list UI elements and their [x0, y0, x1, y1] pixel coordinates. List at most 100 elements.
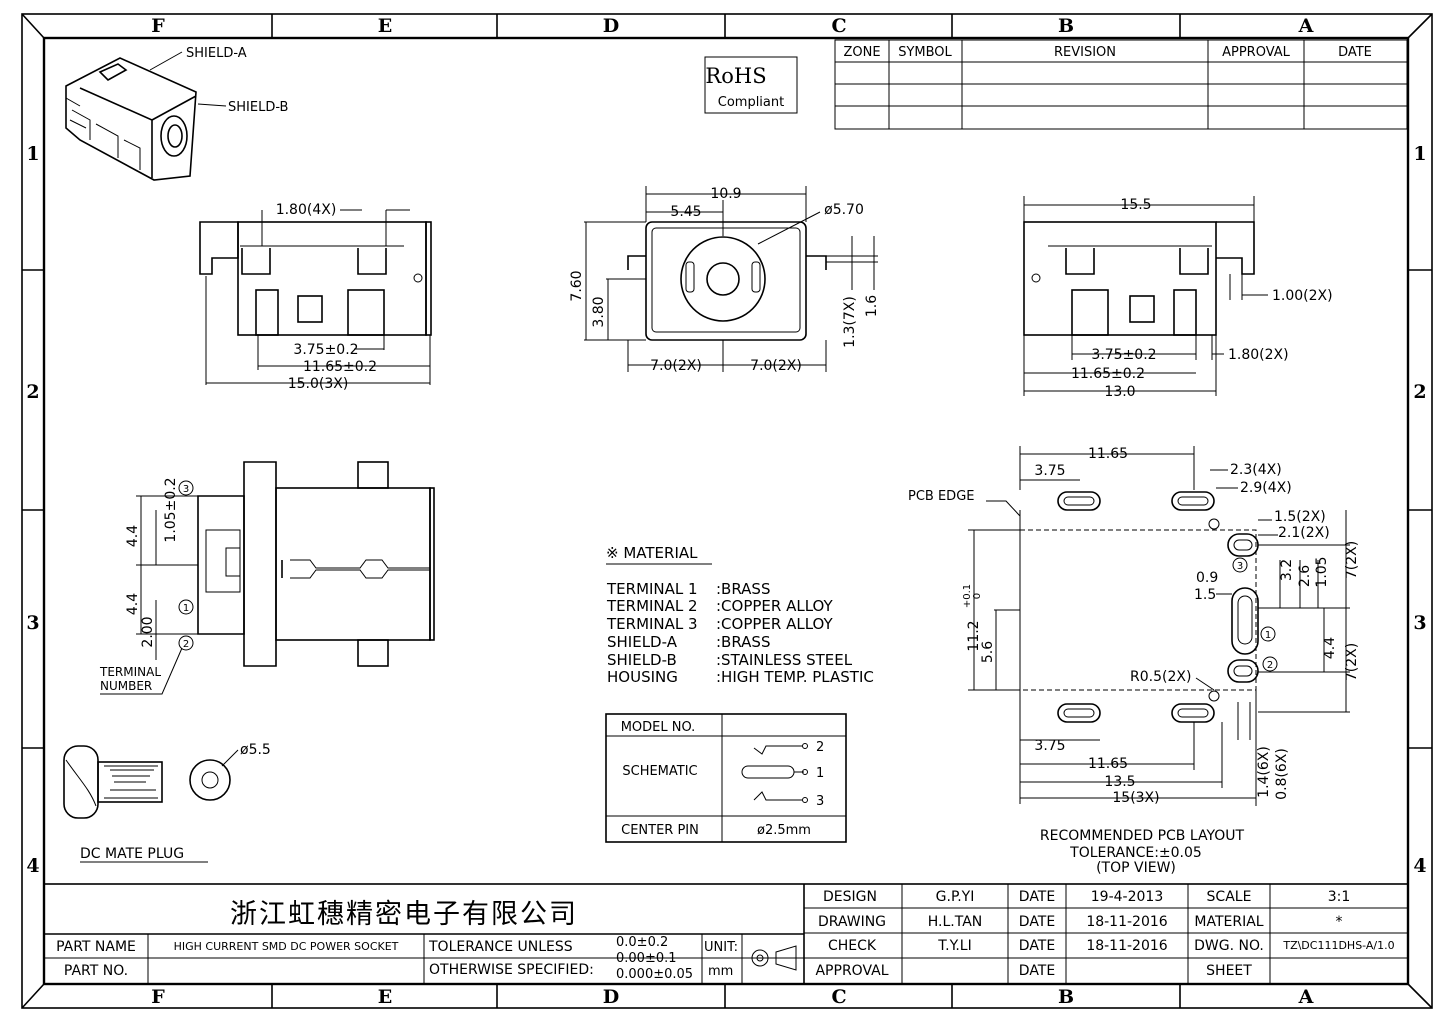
- pcb-dim-top-11-65: 11.65: [1088, 446, 1128, 462]
- revision-table: ZONE SYMBOL REVISION APPROVAL DATE: [834, 39, 1408, 130]
- zone-col-f-bottom: F: [151, 986, 165, 1008]
- pcb-dim-7-b: 7(2X): [1344, 643, 1360, 681]
- zone-row-4-right: 4: [1413, 855, 1426, 877]
- scale-label: SCALE: [1207, 889, 1252, 905]
- front-dim-11-65: 11.65±0.2: [303, 359, 377, 375]
- schematic-pin-2: 2: [816, 740, 824, 755]
- front-dim-1-80: 1.80(4X): [276, 202, 337, 218]
- zone-col-a-top: A: [1298, 15, 1314, 37]
- pcb-dim-11-2-tol-upper: +0.1: [962, 584, 973, 608]
- pcb-layout: 3 1 2 PCB EDGE 11.65 3.75 2.3(4X) 2.9(4X…: [908, 446, 1360, 876]
- part-no-label: PART NO.: [64, 963, 128, 979]
- zone-row-3-right: 3: [1413, 612, 1426, 634]
- projection-symbol-icon: [748, 945, 797, 971]
- material-value: *: [1336, 914, 1343, 930]
- zone-col-c-top: C: [831, 15, 846, 37]
- design-value: G.P.YI: [936, 889, 975, 905]
- drawing-label: DRAWING: [818, 914, 886, 930]
- pcb-caption-3: (TOP VIEW): [1096, 860, 1176, 876]
- unit-value: mm: [708, 964, 733, 979]
- model-no-label: MODEL NO.: [621, 720, 696, 735]
- pcb-dim-3-2: 3.2: [1279, 559, 1295, 581]
- isometric-view: SHIELD-A SHIELD-B: [65, 46, 288, 181]
- tolerance-label-2: OTHERWISE SPECIFIED:: [429, 962, 594, 978]
- sheet-label: SHEET: [1206, 963, 1252, 979]
- shield-a-label: SHIELD-A: [186, 46, 247, 61]
- back-view: 15.5 1.00(2X) 3.75±0.2 1.80(2X) 11.65±0.…: [1023, 196, 1333, 400]
- pcb-caption-2: TOLERANCE:±0.05: [1069, 845, 1202, 861]
- end-dim-7-60: 7.60: [569, 270, 585, 301]
- top-terminal-1: 1: [183, 603, 189, 614]
- company-name: 浙江虹穗精密电子有限公司: [230, 899, 578, 930]
- top-terminal-3: 3: [183, 484, 189, 495]
- dc-mate-plug-label: DC MATE PLUG: [80, 846, 184, 862]
- model-table: MODEL NO. SCHEMATIC CENTER PIN ø2.5mm 2 …: [605, 713, 847, 843]
- front-dim-15-0: 15.0(3X): [288, 376, 349, 392]
- date-value-1: 19-4-2013: [1091, 889, 1163, 905]
- zone-col-e-top: E: [378, 15, 392, 37]
- tolerance-label-1: TOLERANCE UNLESS: [428, 939, 573, 955]
- pcb-dim-bottom-11-65: 11.65: [1088, 756, 1128, 772]
- pcb-dim-1-4: 1.4(6X): [1256, 746, 1272, 798]
- material-part-6: HOUSING: [607, 668, 678, 686]
- pcb-dim-15: 15(3X): [1112, 790, 1159, 806]
- date-label-1: DATE: [1019, 889, 1055, 905]
- top-dim-2-00: 2.00: [140, 616, 156, 647]
- material-value-6: :HIGH TEMP. PLASTIC: [716, 668, 874, 686]
- pcb-terminal-2: 2: [1267, 660, 1273, 671]
- zone-row-2-left: 2: [26, 381, 39, 403]
- back-dim-1-00: 1.00(2X): [1272, 288, 1333, 304]
- terminal-number-label-2: NUMBER: [100, 679, 152, 693]
- end-dim-1-3: 1.3(7X): [842, 296, 858, 348]
- rohs-compliant: Compliant: [718, 95, 784, 110]
- center-pin-label: CENTER PIN: [621, 823, 699, 838]
- tolerance-2: 0.00±0.1: [616, 951, 677, 966]
- dwg-no-value: TZ\DC111DHS-A/1.0: [1282, 939, 1394, 952]
- material-title: ※ MATERIAL: [606, 544, 698, 562]
- pcb-dim-r0-5: R0.5(2X): [1130, 669, 1191, 685]
- pcb-dim-bottom-3-75: 3.75: [1034, 738, 1065, 754]
- top-view: 3 1 2 4.4 4.4 1.05±0.2 2.00 TERMINAL NUM…: [99, 461, 435, 695]
- material-list: ※ MATERIAL TERMINAL 1 :BRASS TERMINAL 2 …: [606, 544, 874, 686]
- pcb-dim-2-9: 2.9(4X): [1240, 480, 1292, 496]
- pcb-dim-2-1: 2.1(2X): [1278, 525, 1330, 541]
- zone-row-3-left: 3: [26, 612, 39, 634]
- material-part-4: SHIELD-A: [607, 633, 678, 651]
- zone-col-d-bottom: D: [603, 986, 619, 1008]
- check-value: T.Y.LI: [937, 938, 971, 954]
- zone-labels: F E D C B A F E D C B A 1 2 3 4 1 2 3 4: [26, 15, 1426, 1008]
- pcb-dim-0-9: 0.9: [1196, 570, 1218, 586]
- terminal-number-label-1: TERMINAL: [99, 665, 161, 679]
- material-part-2: TERMINAL 2: [606, 597, 698, 615]
- pcb-dim-1-5b: 1.5: [1194, 587, 1216, 603]
- schematic-pin-3: 3: [816, 794, 824, 809]
- center-pin-value: ø2.5mm: [757, 823, 811, 838]
- pcb-dim-2-3: 2.3(4X): [1230, 462, 1282, 478]
- pcb-dim-4-4: 4.4: [1322, 637, 1338, 659]
- back-dim-13-0: 13.0: [1104, 384, 1135, 400]
- scale-value: 3:1: [1328, 889, 1351, 905]
- zone-col-b-bottom: B: [1058, 986, 1074, 1008]
- title-block: 浙江虹穗精密电子有限公司 PART NAME HIGH CURRENT SMD …: [43, 883, 1409, 985]
- pcb-dim-11-2: 11.2: [966, 620, 982, 651]
- back-dim-15-5: 15.5: [1120, 197, 1151, 213]
- revision-header-revision: REVISION: [1054, 45, 1116, 60]
- schematic-label: SCHEMATIC: [622, 764, 697, 779]
- end-dim-5-45: 5.45: [670, 204, 701, 220]
- rohs-title: RoHS: [705, 64, 766, 88]
- schematic-pin-1: 1: [816, 766, 824, 781]
- material-part-1: TERMINAL 1: [606, 580, 698, 598]
- top-dim-1-05: 1.05±0.2: [163, 477, 179, 542]
- top-terminal-2: 2: [183, 639, 189, 650]
- unit-label: UNIT:: [704, 940, 738, 955]
- back-dim-3-75: 3.75±0.2: [1091, 347, 1156, 363]
- part-name-value: HIGH CURRENT SMD DC POWER SOCKET: [174, 940, 399, 953]
- design-label: DESIGN: [823, 889, 877, 905]
- material-part-3: TERMINAL 3: [606, 615, 698, 633]
- pcb-dim-0-8: 0.8(6X): [1274, 748, 1290, 800]
- check-label: CHECK: [828, 938, 877, 954]
- date-value-3: 18-11-2016: [1086, 938, 1167, 954]
- zone-col-c-bottom: C: [831, 986, 846, 1008]
- tolerance-3: 0.000±0.05: [616, 967, 693, 982]
